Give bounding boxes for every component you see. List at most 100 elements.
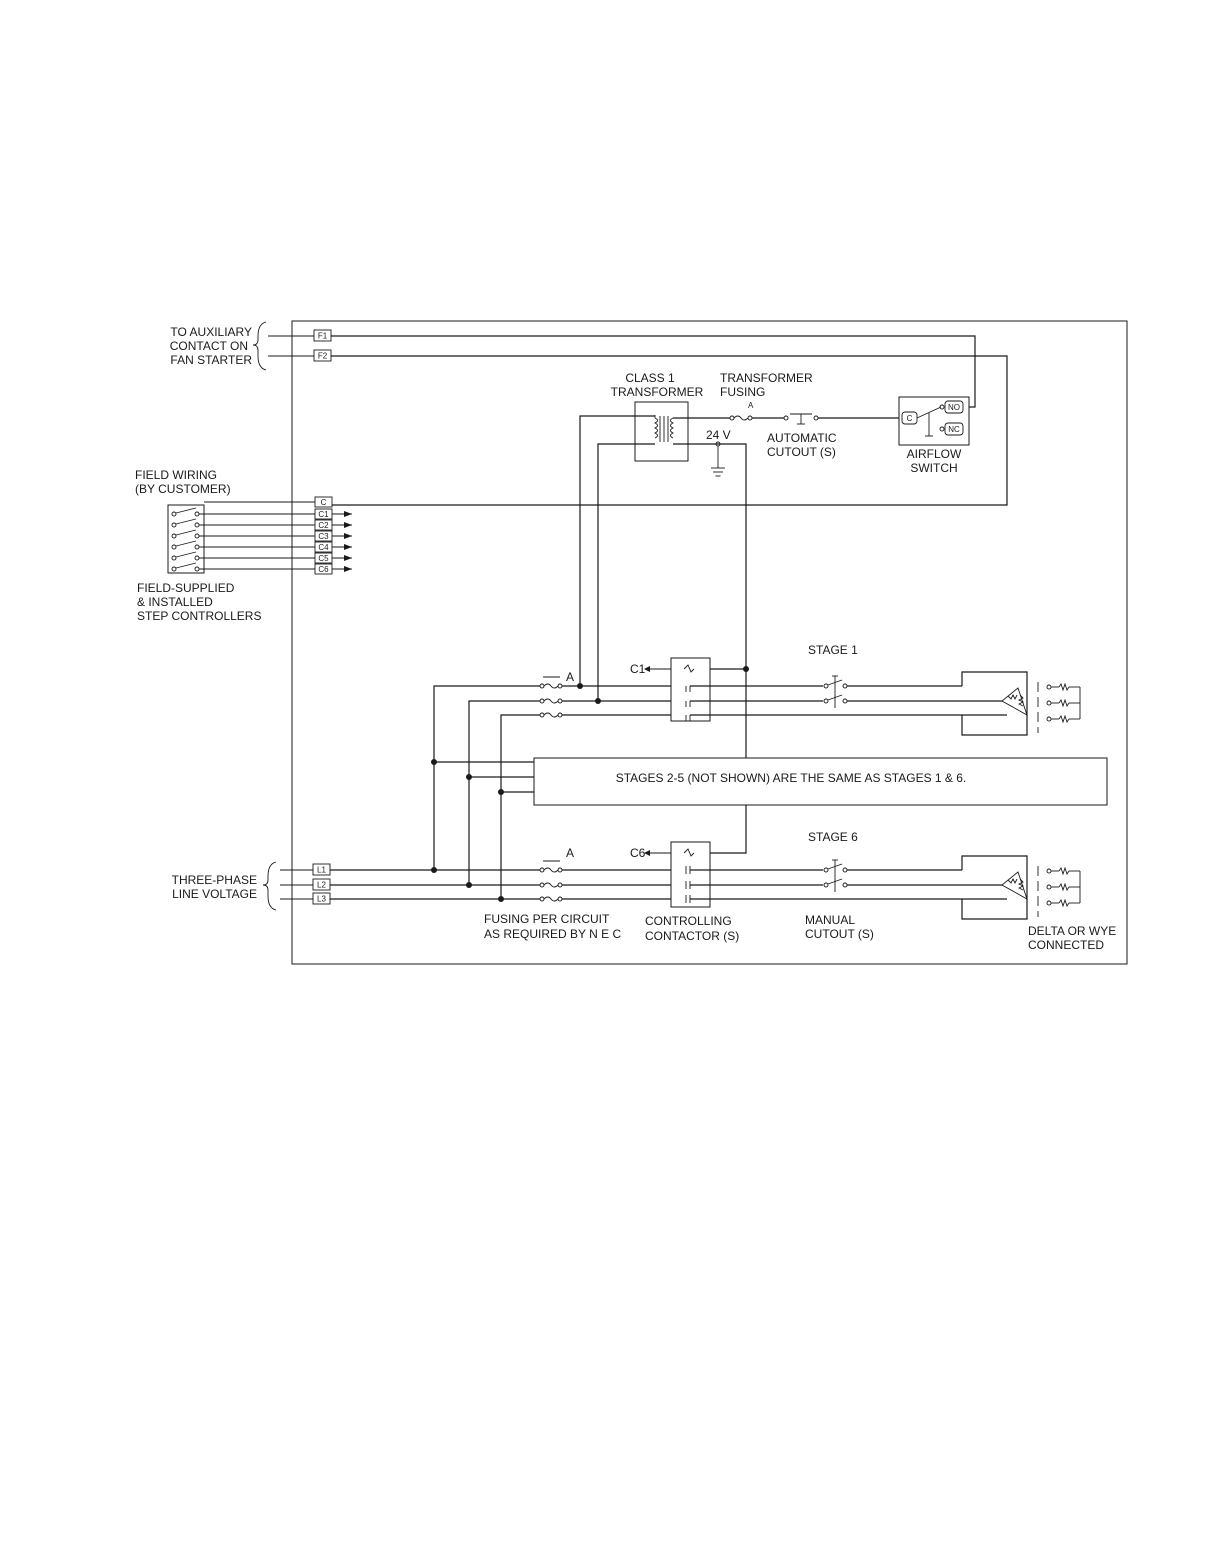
contactor-label: CONTROLLING CONTACTOR (S) (645, 914, 739, 943)
svg-text:AS REQUIRED BY N E C: AS REQUIRED BY N E C (484, 927, 621, 941)
junction-dot (498, 896, 504, 902)
svg-text:SWITCH: SWITCH (910, 461, 957, 475)
svg-text:FUSING PER CIRCUIT: FUSING PER CIRCUIT (484, 912, 610, 926)
ground-tap (711, 441, 725, 477)
terminal-c5: C5 (314, 552, 333, 564)
svg-text:FAN STARTER: FAN STARTER (170, 353, 252, 367)
svg-text:A: A (566, 846, 574, 860)
volt-label: 24 V (706, 428, 731, 442)
svg-text:LINE VOLTAGE: LINE VOLTAGE (172, 887, 257, 901)
svg-text:CLASS 1: CLASS 1 (625, 371, 675, 385)
junction-dot (466, 774, 472, 780)
field-wiring-label: FIELD WIRING (BY CUSTOMER) (135, 468, 231, 496)
svg-text:TO AUXILIARY: TO AUXILIARY (170, 325, 252, 339)
stage1-phase-2 (468, 700, 540, 885)
svg-text:TRANSFORMER: TRANSFORMER (611, 385, 704, 399)
three-phase-brace (262, 861, 277, 911)
svg-text:NC: NC (948, 425, 960, 434)
terminal-c4: C4 (314, 541, 333, 553)
c1-coil-label: C1 (630, 662, 671, 676)
svg-text:FUSING: FUSING (720, 385, 765, 399)
c6-coil-label: C6 (630, 846, 671, 860)
svg-text:STEP CONTROLLERS: STEP CONTROLLERS (137, 609, 261, 623)
stages-note-box (533, 757, 1108, 806)
svg-text:C3: C3 (318, 532, 329, 541)
airflow-switch-contacts: C NO NC (901, 400, 964, 437)
svg-text:F1: F1 (318, 332, 328, 341)
terminal-c3: C3 (314, 530, 333, 542)
terminal-f2: F2 (313, 349, 332, 362)
stage1-contactor-contacts (683, 664, 695, 721)
transformer-coils (653, 415, 675, 442)
svg-text:CUTOUT (S): CUTOUT (S) (767, 445, 836, 459)
delta-wye-label: DELTA OR WYE CONNECTED (1028, 924, 1116, 952)
svg-text:FIELD-SUPPLIED: FIELD-SUPPLIED (137, 581, 235, 595)
svg-text:AIRFLOW: AIRFLOW (907, 447, 962, 461)
svg-text:C6: C6 (630, 846, 646, 860)
terminal-c6: C6 (314, 563, 333, 575)
stage1-phase-3 (500, 714, 540, 899)
stages-note: STAGES 2-5 (NOT SHOWN) ARE THE SAME AS S… (616, 771, 967, 785)
aux-contact-label: TO AUXILIARY CONTACT ON FAN STARTER (170, 325, 253, 367)
transformer (634, 401, 689, 462)
svg-text:C4: C4 (318, 543, 329, 552)
aux-brace (252, 321, 267, 371)
stage1-heater-box (961, 671, 1028, 736)
junction-dot (431, 759, 437, 765)
step-controllers-label: FIELD-SUPPLIED & INSTALLED STEP CONTROLL… (137, 581, 261, 623)
svg-text:FIELD WIRING: FIELD WIRING (135, 468, 217, 482)
terminal-l3: L3 (312, 892, 331, 905)
svg-text:NO: NO (948, 403, 960, 412)
svg-text:CONTROLLING: CONTROLLING (645, 914, 732, 928)
stage6-heater-box (961, 855, 1028, 920)
automatic-cutout (783, 413, 819, 425)
svg-text:L1: L1 (317, 866, 326, 875)
terminal-l2: L2 (312, 878, 331, 891)
junction-dot (595, 698, 601, 704)
terminal-c: C (314, 496, 333, 508)
automatic-cutout-label: AUTOMATIC CUTOUT (S) (767, 431, 837, 459)
junction-dot (466, 882, 472, 888)
svg-text:A: A (566, 670, 574, 684)
junction-dot (431, 867, 437, 873)
junction-dot (577, 683, 583, 689)
svg-text:DELTA OR WYE: DELTA OR WYE (1028, 924, 1116, 938)
svg-text:C1: C1 (630, 662, 646, 676)
stage1-heater-delta (1001, 687, 1028, 716)
bus-taps (434, 761, 534, 793)
svg-text:AUTOMATIC: AUTOMATIC (767, 431, 837, 445)
transformer-primary-lead-2 (597, 443, 655, 701)
terminal-c1: C1 (314, 508, 333, 520)
fusing-label: TRANSFORMER FUSING (720, 371, 813, 399)
three-phase-label: THREE-PHASE LINE VOLTAGE (172, 873, 257, 901)
svg-text:L2: L2 (317, 881, 326, 890)
transformer-label: CLASS 1 TRANSFORMER (611, 371, 704, 399)
stage-1-label: STAGE 1 (808, 643, 858, 657)
stage1-resistors (1037, 682, 1081, 733)
field-wires (199, 501, 315, 570)
secondary-return (673, 443, 747, 669)
svg-text:(BY CUSTOMER): (BY CUSTOMER) (135, 482, 231, 496)
svg-text:MANUAL: MANUAL (805, 913, 855, 927)
fusing-note-label: FUSING PER CIRCUIT AS REQUIRED BY N E C (484, 912, 621, 941)
junction-dot (498, 789, 504, 795)
control-arrows (332, 511, 352, 572)
stage6-heater-delta (1001, 871, 1028, 900)
svg-text:C1: C1 (318, 510, 329, 519)
svg-text:C: C (907, 414, 913, 423)
stage6-contactor (670, 841, 711, 908)
c6-coil-return (710, 805, 747, 854)
transformer-primary-lead-1 (579, 415, 655, 686)
terminal-l1: L1 (312, 863, 331, 876)
svg-text:C: C (321, 498, 327, 507)
svg-text:TRANSFORMER: TRANSFORMER (720, 371, 813, 385)
stage-6-label: STAGE 6 (808, 830, 858, 844)
svg-text:A: A (748, 401, 754, 410)
svg-text:CONNECTED: CONNECTED (1028, 938, 1104, 952)
svg-text:CONTACT ON: CONTACT ON (170, 339, 248, 353)
svg-text:CUTOUT (S): CUTOUT (S) (805, 927, 874, 941)
stage6-resistors (1037, 866, 1081, 917)
terminal-c2: C2 (314, 519, 333, 531)
airflow-switch-label: AIRFLOW SWITCH (907, 447, 962, 475)
terminal-f1: F1 (313, 329, 332, 342)
